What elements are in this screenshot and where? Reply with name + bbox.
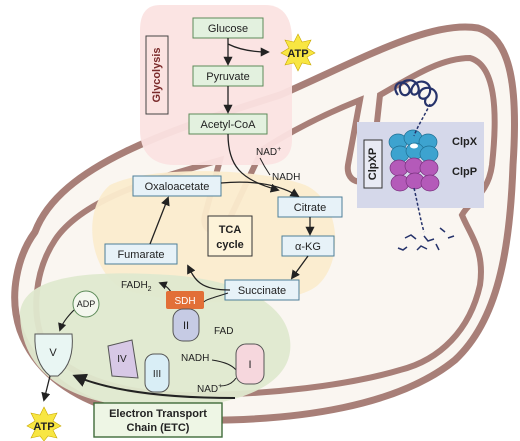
akg-box [281, 235, 335, 257]
complex-i-label: I [248, 359, 251, 371]
complex-ii [172, 308, 200, 342]
substrate-coil [394, 79, 438, 107]
arrow-succinate-fumarate [187, 264, 231, 291]
complex-v [34, 333, 73, 377]
fumarate-box [104, 243, 178, 265]
arrow-fumarate-oxalo [149, 196, 170, 245]
tca-label-line1: TCA [219, 224, 242, 236]
etc-label-line2: Chain (ETC) [127, 422, 190, 434]
fumarate-label: Fumarate [117, 249, 164, 261]
glucose-label: Glucose [208, 23, 248, 35]
arrow-glucose-atp [227, 43, 270, 57]
sdh-box [166, 291, 204, 309]
clpxp-label-box [363, 139, 383, 189]
succinate-label: Succinate [238, 285, 286, 297]
nadh-top: NADH [272, 172, 300, 183]
tca-label-box [207, 215, 253, 257]
complex-iii-label: III [153, 369, 161, 380]
glycolysis-label: Glycolysis [151, 47, 163, 102]
peptide-fragments [397, 227, 455, 251]
akg-label: α-KG [295, 241, 321, 253]
sdh-label: SDH [174, 296, 195, 307]
clpp-barrel [389, 157, 440, 192]
oxaloacetate-label: Oxaloacetate [145, 181, 210, 193]
etc-label-box [93, 402, 223, 438]
complex-iv-label: IV [117, 354, 127, 365]
atp-label-etc: ATP [33, 421, 54, 433]
etc-label-line1: Electron Transport [109, 408, 207, 420]
peptide-exit [413, 187, 425, 233]
arrow-v-atp [41, 375, 51, 402]
nad-plus-etc-label: NAD+ [197, 383, 222, 395]
arrow-oxalo-citrate [220, 181, 300, 197]
tca-label-line2: cycle [216, 239, 244, 251]
nad-plus-top: NAD+ [256, 146, 281, 158]
nadh-etc-label: NADH [181, 353, 209, 364]
arrow-acetyl-citrate [227, 133, 280, 193]
complex-v-label: V [49, 347, 57, 359]
arrow-akg-succinate [290, 255, 309, 280]
arrow-nadh-complex-i [211, 359, 237, 371]
fad-label: FAD [214, 326, 233, 337]
atp-label-glycolysis: ATP [287, 48, 308, 60]
pyruvate-label: Pyruvate [206, 71, 249, 83]
atp-star-etc [26, 406, 62, 441]
arrow-succinate-sdh [203, 292, 229, 303]
complex-ii-label: II [183, 320, 189, 332]
citrate-label: Citrate [294, 202, 326, 214]
arrow-complex-i-nad [219, 377, 237, 387]
glycolysis-label-box [145, 35, 169, 115]
clpp-label: ClpP [452, 166, 477, 178]
adp-circle [72, 290, 100, 318]
fadh2-label: FADH2 [121, 280, 152, 293]
atp-star-glycolysis [280, 33, 316, 72]
clpx-ring [388, 129, 439, 163]
clpxp-label: ClpXP [367, 148, 379, 180]
arrow-proton-flow [72, 373, 236, 399]
complex-iii [144, 353, 170, 393]
arrow-adp-v [58, 309, 75, 332]
oxaloacetate-box [132, 175, 222, 197]
complex-iv [107, 339, 139, 379]
arrow-nad-nadh [259, 157, 271, 176]
substrate-thread [413, 103, 431, 137]
clpx-label: ClpX [452, 136, 478, 148]
adp-label: ADP [77, 299, 96, 309]
complex-i [235, 343, 265, 385]
acetyl-coa-label: Acetyl-CoA [200, 119, 256, 131]
